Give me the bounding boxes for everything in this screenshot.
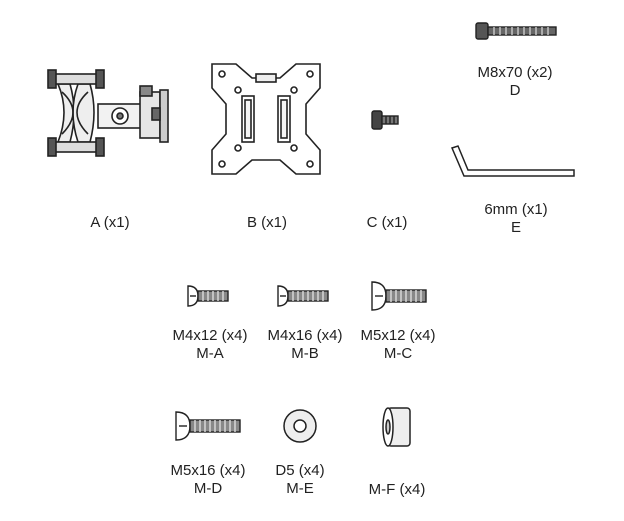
screw-icon — [371, 281, 427, 311]
part-mb-label: M4x16 (x4) — [267, 327, 343, 344]
part-md-label: M5x16 (x4) — [170, 462, 246, 479]
part-d-label: M8x70 (x2) — [477, 64, 553, 81]
part-me-label: D5 (x4) — [275, 462, 325, 479]
part-d — [474, 22, 558, 40]
screw-icon — [277, 285, 329, 307]
part-mc — [370, 280, 428, 312]
part-mb-code: M-B — [291, 345, 319, 362]
part-b-label: B (x1) — [246, 214, 287, 231]
part-e-label: 6mm (x1) — [484, 201, 548, 218]
part-d-code: D — [509, 82, 521, 99]
long-bolt-icon — [475, 22, 557, 40]
part-ma-label: M4x12 (x4) — [172, 327, 248, 344]
part-mc-label: M5x12 (x4) — [360, 327, 436, 344]
part-md-code: M-D — [193, 480, 223, 497]
allen-key-icon — [450, 145, 575, 177]
part-a-label: A (x1) — [90, 214, 130, 231]
washer-icon — [283, 409, 317, 443]
part-b — [208, 60, 324, 178]
part-mb — [276, 284, 330, 308]
part-e — [450, 144, 576, 178]
part-me — [282, 408, 318, 444]
part-c — [368, 108, 402, 132]
part-c-label: C (x1) — [366, 214, 408, 231]
part-mc-code: M-C — [383, 345, 413, 362]
part-mf-label: M-F (x4) — [368, 481, 426, 498]
part-e-code: E — [510, 219, 521, 236]
part-ma-code: M-A — [196, 345, 224, 362]
thumb-screw-icon — [371, 110, 399, 130]
part-ma — [186, 284, 232, 308]
part-me-code: M-E — [286, 480, 314, 497]
part-mf — [382, 404, 414, 450]
long-screw-icon — [175, 411, 241, 441]
pole-clamp-bracket-icon — [47, 69, 169, 157]
vesa-plate-icon — [211, 63, 321, 175]
part-md — [174, 410, 242, 442]
part-a — [40, 62, 180, 172]
short-screw-icon — [187, 285, 229, 307]
spacer-icon — [382, 407, 411, 447]
